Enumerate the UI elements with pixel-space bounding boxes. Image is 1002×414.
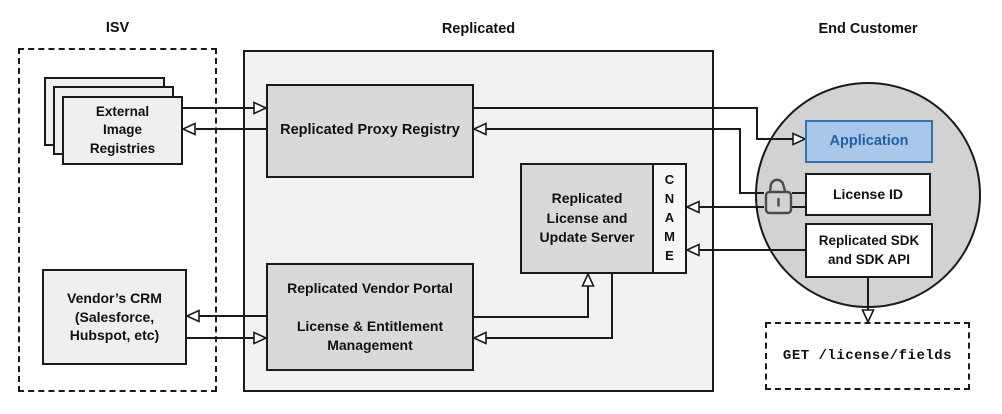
replicated-group-title: Replicated xyxy=(441,21,516,37)
replicated-sdk-box: Replicated SDK and SDK API xyxy=(805,223,933,278)
application-box: Application xyxy=(805,120,933,163)
vendor-portal-box: Replicated Vendor Portal License & Entit… xyxy=(266,263,474,371)
license-update-server-label: Replicated License and Update Server xyxy=(522,165,652,272)
cname-label: CNAME xyxy=(664,172,675,263)
end-customer-group-title: End Customer xyxy=(818,21,918,37)
license-update-server-box: Replicated License and Update Server CNA… xyxy=(520,163,687,274)
vendor-crm-box: Vendor’s CRM (Salesforce, Hubspot, etc) xyxy=(42,269,187,365)
cname-column: CNAME xyxy=(652,165,685,272)
license-id-box: License ID xyxy=(805,173,931,216)
get-license-fields-box: GET /license/fields xyxy=(765,322,970,390)
replicated-proxy-registry-box: Replicated Proxy Registry xyxy=(266,84,474,178)
arrowhead-into-get-box xyxy=(861,309,875,324)
external-registries-box: External Image Registries xyxy=(62,96,183,165)
isv-group-title: ISV xyxy=(105,20,130,36)
